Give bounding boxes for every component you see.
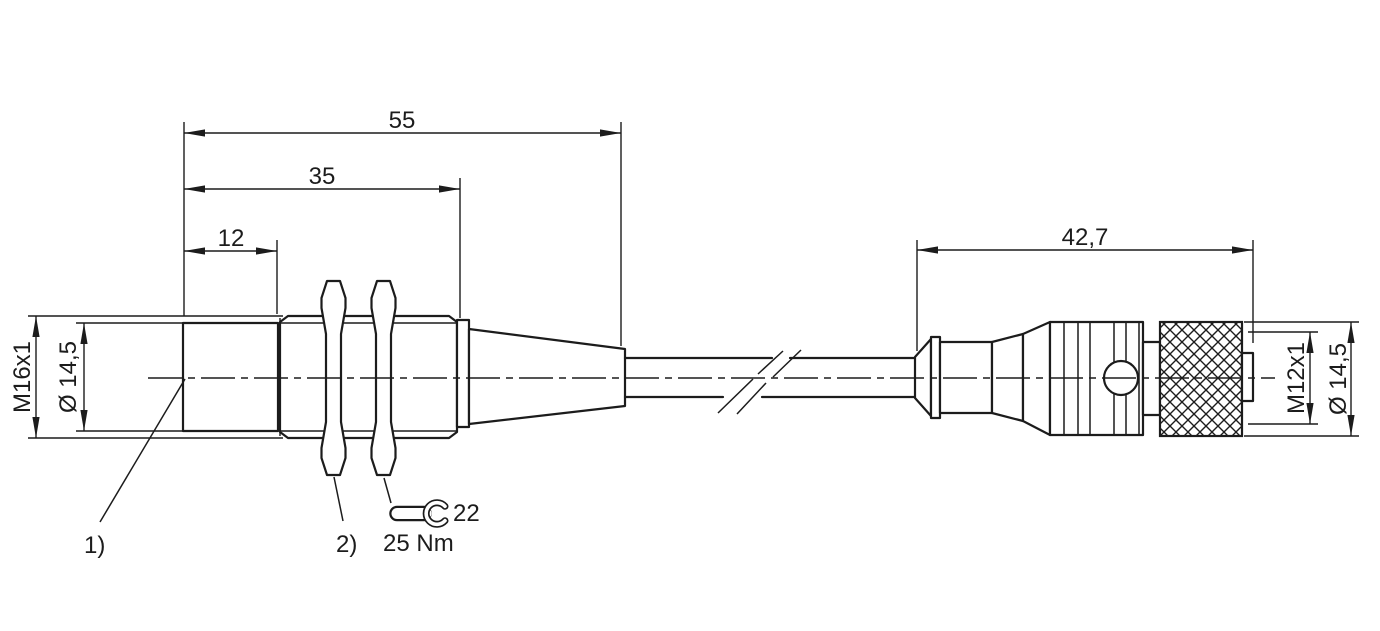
strain-relief-cone bbox=[467, 327, 627, 426]
ext-lines-427 bbox=[916, 240, 1254, 351]
leader-wrench bbox=[383, 477, 392, 504]
dim-overall-length-label: 55 bbox=[389, 107, 416, 134]
thread-minor-lines bbox=[280, 322, 457, 432]
dim-connector-diameter: Ø 14,5 bbox=[1244, 321, 1359, 437]
leader-footnote2 bbox=[333, 476, 344, 522]
dim-connector-diameter-label: Ø 14,5 bbox=[1325, 343, 1352, 415]
washer bbox=[455, 318, 471, 429]
ext-lines-55 bbox=[183, 122, 622, 346]
footnotes: 1) 2) 22 25 Nm bbox=[84, 378, 480, 559]
dim-body-thread-label: M16x1 bbox=[9, 341, 36, 413]
cable bbox=[623, 349, 917, 415]
dim-connector-thread-label: M12x1 bbox=[1283, 342, 1310, 414]
dim-connector-length-label: 42,7 bbox=[1062, 224, 1109, 251]
footnote2-label: 2) bbox=[336, 531, 357, 558]
dim-head-length: 12 bbox=[184, 225, 278, 314]
cable-break-symbol bbox=[717, 349, 802, 415]
dim-thread-length-label: 35 bbox=[309, 163, 336, 190]
dim-thread-length: 35 bbox=[184, 163, 461, 318]
wrench-icon bbox=[389, 499, 449, 528]
leader-footnote1 bbox=[99, 378, 186, 523]
dim-head-length-label: 12 bbox=[218, 225, 245, 252]
cable-lines bbox=[623, 356, 917, 399]
torque-label: 25 Nm bbox=[383, 530, 454, 557]
connector-thread-stub bbox=[1240, 351, 1255, 403]
ext-lines-dia-right bbox=[1244, 321, 1359, 437]
dim-connector-length: 42,7 bbox=[916, 224, 1254, 351]
dim-connector-thread: M12x1 bbox=[1248, 331, 1318, 425]
dim-overall-length: 55 bbox=[183, 107, 622, 346]
connector bbox=[913, 320, 1255, 438]
dim-body-diameter-label: Ø 14,5 bbox=[55, 341, 82, 413]
sensor-head bbox=[181, 321, 280, 433]
connector-grip bbox=[1048, 320, 1145, 437]
ext-lines-m16 bbox=[28, 315, 283, 439]
dim-body-diameter: Ø 14,5 bbox=[55, 322, 184, 432]
dim-body-thread: M16x1 bbox=[9, 315, 283, 439]
knurled-nut bbox=[1158, 320, 1244, 438]
sensor-thread-barrel bbox=[278, 314, 459, 440]
ext-lines-dia-left bbox=[76, 322, 184, 432]
footnote1-label: 1) bbox=[84, 532, 105, 559]
wrench-size-label: 22 bbox=[453, 500, 480, 527]
ext-lines-m12 bbox=[1248, 331, 1318, 425]
